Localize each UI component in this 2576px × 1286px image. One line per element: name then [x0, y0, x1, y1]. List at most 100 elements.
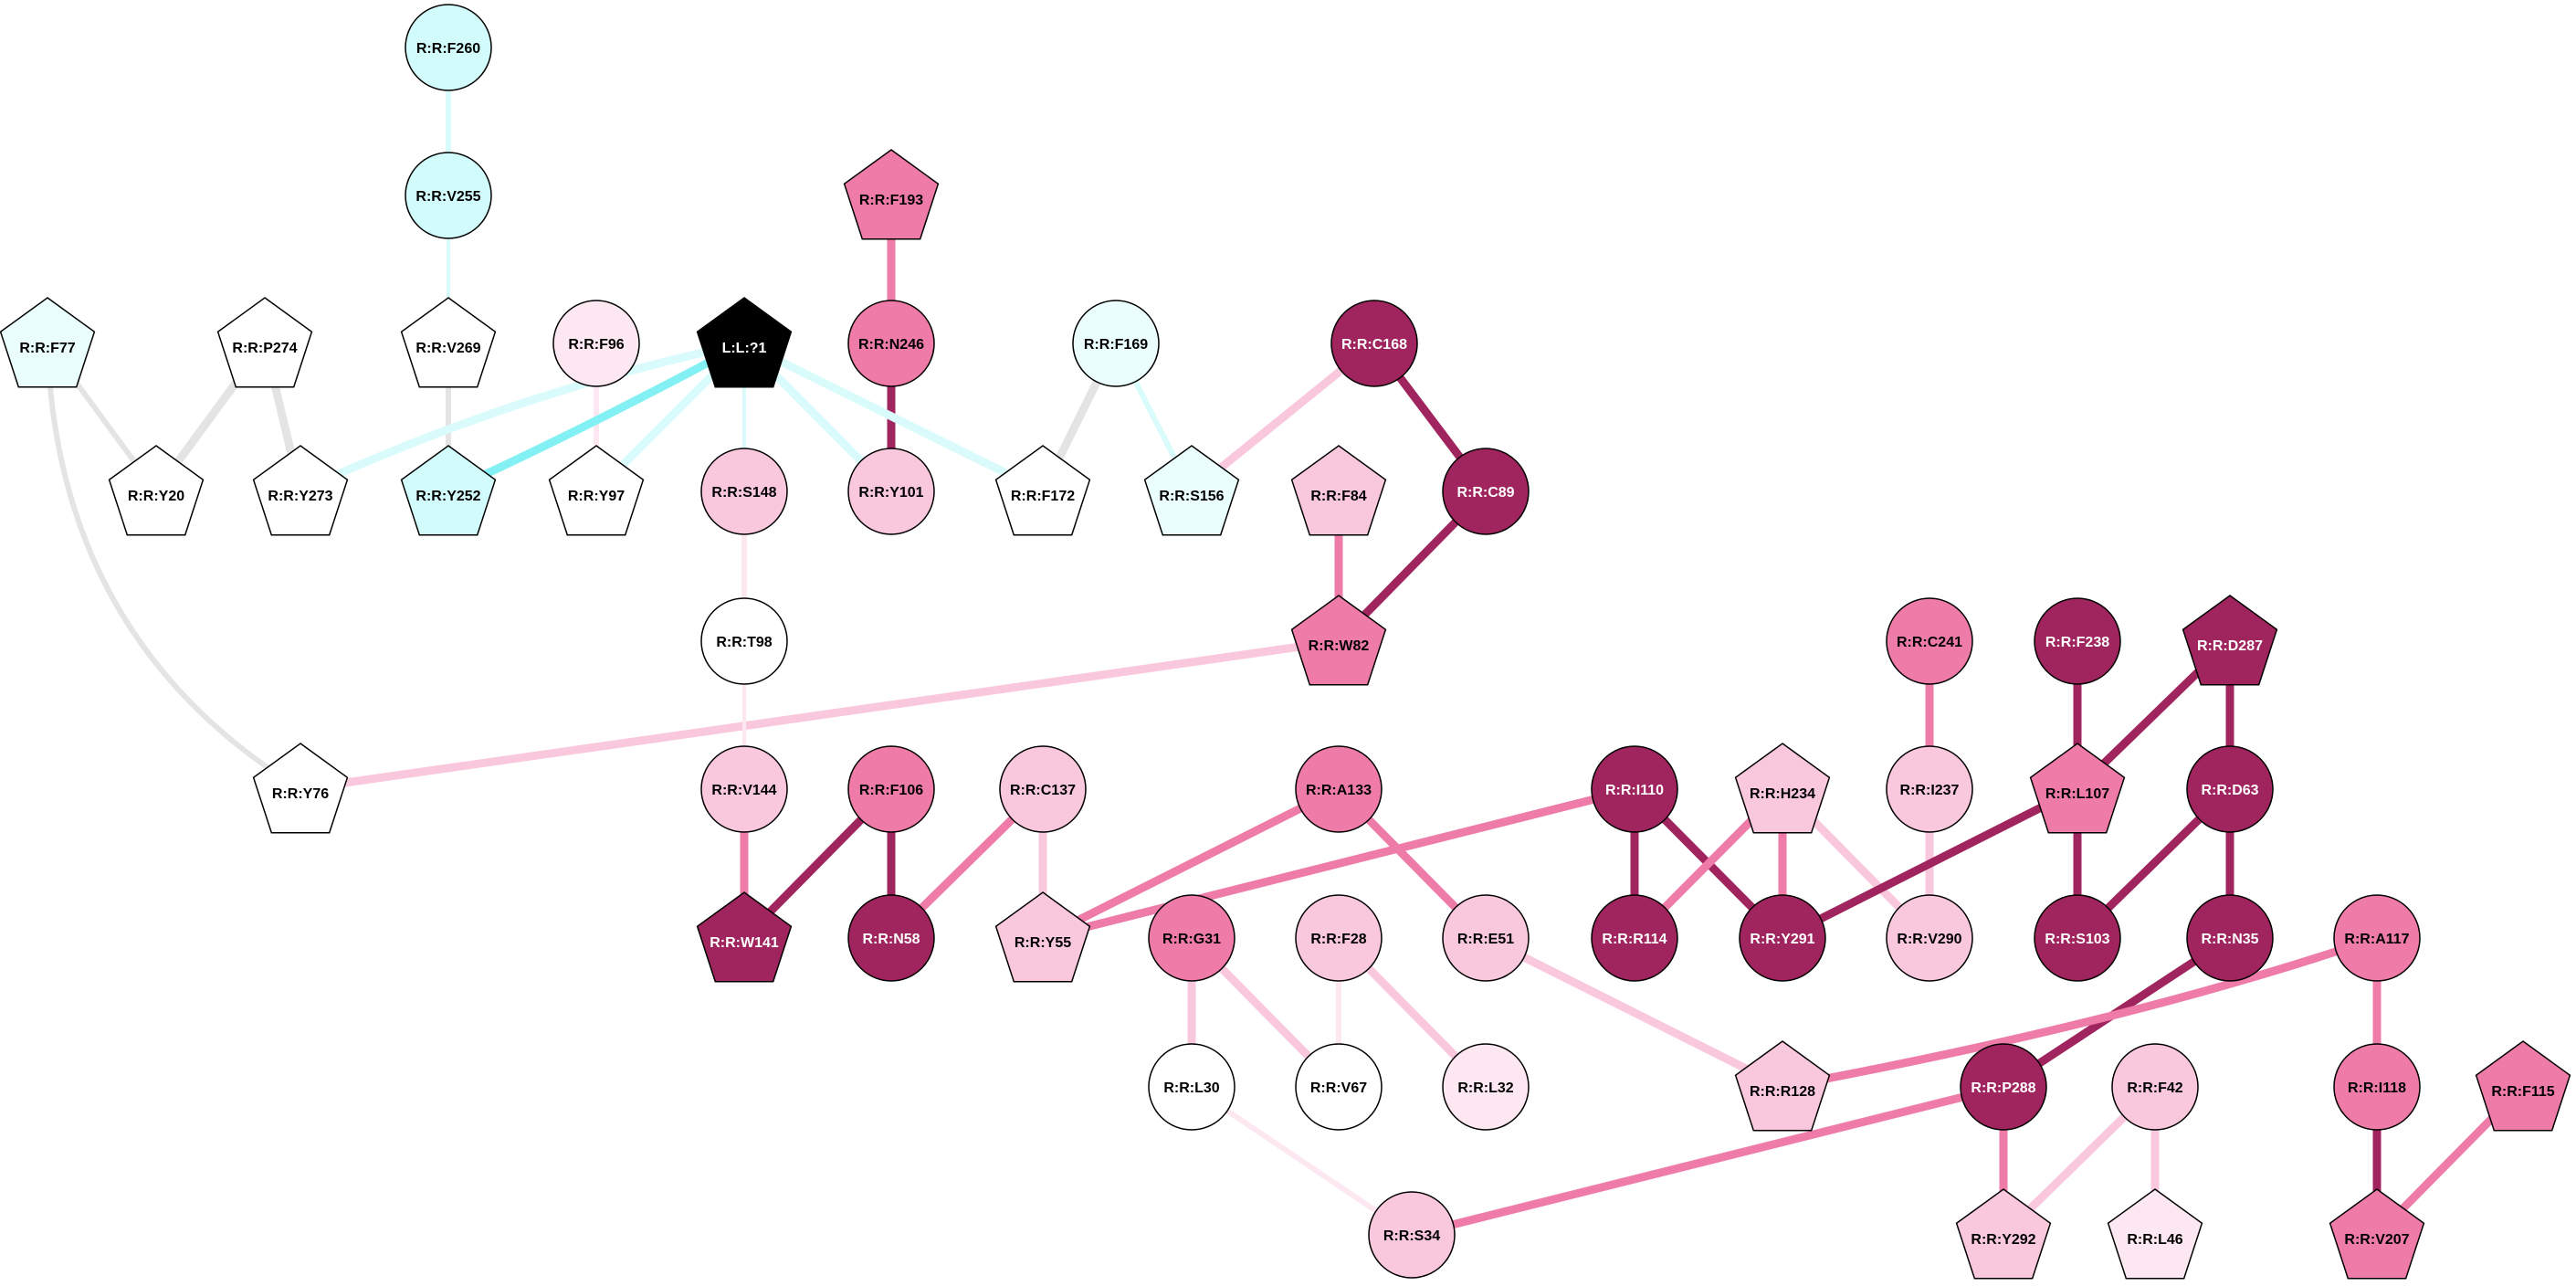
- node-v67[interactable]: R:R:V67: [1295, 1043, 1383, 1131]
- circle-node-shape: [1072, 300, 1160, 387]
- circle-node-shape: [2034, 597, 2121, 685]
- node-r128[interactable]: R:R:R128: [1734, 1040, 1831, 1132]
- node-v207[interactable]: R:R:V207: [2329, 1188, 2425, 1280]
- node-label: R:R:H234: [1750, 786, 1815, 802]
- node-label: R:R:F42: [2127, 1080, 2182, 1096]
- node-y252[interactable]: R:R:Y252: [400, 445, 497, 536]
- node-s34[interactable]: R:R:S34: [1368, 1191, 1456, 1279]
- node-y101[interactable]: R:R:Y101: [847, 448, 935, 535]
- circle-node-shape: [1330, 300, 1418, 387]
- node-s103[interactable]: R:R:S103: [2034, 894, 2121, 982]
- circle-node-shape: [999, 745, 1087, 833]
- pentagon-node-shape: [994, 445, 1091, 536]
- node-label: R:R:Y292: [1971, 1232, 2035, 1248]
- node-label: R:R:V67: [1310, 1080, 1367, 1096]
- node-w141[interactable]: R:R:W141: [696, 891, 793, 983]
- circle-node-shape: [405, 152, 492, 239]
- node-w82[interactable]: R:R:W82: [1290, 595, 1387, 686]
- node-n58[interactable]: R:R:N58: [847, 894, 935, 982]
- node-g31[interactable]: R:R:G31: [1148, 894, 1235, 982]
- node-y55[interactable]: R:R:Y55: [994, 891, 1091, 983]
- node-h234[interactable]: R:R:H234: [1734, 743, 1831, 834]
- node-f172[interactable]: R:R:F172: [994, 445, 1091, 536]
- pentagon-node-shape: [548, 445, 645, 536]
- node-i118[interactable]: R:R:I118: [2333, 1043, 2421, 1131]
- pentagon-node-shape: [108, 445, 205, 536]
- node-l30[interactable]: R:R:L30: [1148, 1043, 1235, 1131]
- pentagon-node-shape: [1734, 1040, 1831, 1132]
- node-d287[interactable]: R:R:D287: [2182, 595, 2278, 686]
- pentagon-node-shape: [216, 297, 313, 388]
- node-f96[interactable]: R:R:F96: [552, 300, 640, 387]
- node-label: R:R:Y273: [268, 489, 332, 504]
- node-label: R:R:N58: [862, 932, 920, 947]
- node-f260[interactable]: R:R:F260: [405, 4, 492, 91]
- node-i237[interactable]: R:R:I237: [1886, 745, 1973, 833]
- node-label: R:R:C241: [1897, 635, 1962, 650]
- node-label: R:R:Y97: [568, 489, 625, 504]
- node-c137[interactable]: R:R:C137: [999, 745, 1087, 833]
- circle-node-shape: [1295, 1043, 1383, 1131]
- node-y97[interactable]: R:R:Y97: [548, 445, 645, 536]
- node-y20[interactable]: R:R:Y20: [108, 445, 205, 536]
- edge-w82-y76: [296, 637, 1343, 794]
- node-l1[interactable]: L:L:?1: [696, 297, 793, 388]
- node-y76[interactable]: R:R:Y76: [252, 743, 349, 834]
- edge-f77-y76: [45, 341, 303, 792]
- node-l46[interactable]: R:R:L46: [2107, 1188, 2203, 1280]
- circle-node-shape: [2186, 745, 2274, 833]
- node-s156[interactable]: R:R:S156: [1143, 445, 1240, 536]
- node-y291[interactable]: R:R:Y291: [1739, 894, 1826, 982]
- node-f169[interactable]: R:R:F169: [1072, 300, 1160, 387]
- node-t98[interactable]: R:R:T98: [700, 597, 788, 685]
- node-l107[interactable]: R:R:L107: [2029, 743, 2126, 834]
- node-f238[interactable]: R:R:F238: [2034, 597, 2121, 685]
- node-s148[interactable]: R:R:S148: [700, 448, 788, 535]
- node-label: R:R:W82: [1309, 638, 1370, 654]
- node-f42[interactable]: R:R:F42: [2111, 1043, 2199, 1131]
- node-f28[interactable]: R:R:F28: [1295, 894, 1383, 982]
- node-c241[interactable]: R:R:C241: [1886, 597, 1973, 685]
- node-f193[interactable]: R:R:F193: [843, 149, 940, 240]
- node-y292[interactable]: R:R:Y292: [1955, 1188, 2052, 1280]
- node-label: R:R:V290: [1897, 932, 1961, 947]
- node-c168[interactable]: R:R:C168: [1330, 300, 1418, 387]
- node-label: R:R:F77: [19, 341, 75, 356]
- circle-node-shape: [405, 4, 492, 91]
- circle-node-shape: [700, 745, 788, 833]
- node-label: R:R:D63: [2201, 783, 2258, 798]
- pentagon-node-shape: [2475, 1040, 2571, 1132]
- node-n35[interactable]: R:R:N35: [2186, 894, 2274, 982]
- node-v290[interactable]: R:R:V290: [1886, 894, 1973, 982]
- node-v269[interactable]: R:R:V269: [400, 297, 497, 388]
- edge-e51-r128: [1481, 933, 1787, 1091]
- pentagon-node-shape: [400, 445, 497, 536]
- node-p288[interactable]: R:R:P288: [1960, 1043, 2047, 1131]
- node-f77[interactable]: R:R:F77: [0, 297, 96, 388]
- node-i110[interactable]: R:R:I110: [1591, 745, 1678, 833]
- node-f84[interactable]: R:R:F84: [1290, 445, 1387, 536]
- edge-l1-f172: [740, 339, 1047, 496]
- node-c89[interactable]: R:R:C89: [1442, 448, 1530, 535]
- circle-node-shape: [2186, 894, 2274, 982]
- node-a117[interactable]: R:R:A117: [2333, 894, 2421, 982]
- node-label: R:R:F260: [416, 41, 480, 57]
- node-f115[interactable]: R:R:F115: [2475, 1040, 2571, 1132]
- node-label: R:R:Y252: [415, 489, 480, 504]
- node-r114[interactable]: R:R:R114: [1591, 894, 1678, 982]
- node-p274[interactable]: R:R:P274: [216, 297, 313, 388]
- node-e51[interactable]: R:R:E51: [1442, 894, 1530, 982]
- node-n246[interactable]: R:R:N246: [847, 300, 935, 387]
- node-label: R:R:I110: [1605, 783, 1664, 798]
- circle-node-shape: [847, 745, 935, 833]
- node-f106[interactable]: R:R:F106: [847, 745, 935, 833]
- node-y273[interactable]: R:R:Y273: [252, 445, 349, 536]
- node-l32[interactable]: R:R:L32: [1442, 1043, 1530, 1131]
- node-label: R:R:C137: [1010, 783, 1076, 798]
- node-v255[interactable]: R:R:V255: [405, 152, 492, 239]
- node-d63[interactable]: R:R:D63: [2186, 745, 2274, 833]
- pentagon-node-shape: [0, 297, 96, 388]
- node-label: R:R:F193: [859, 193, 923, 208]
- node-v144[interactable]: R:R:V144: [700, 745, 788, 833]
- node-a133[interactable]: R:R:A133: [1295, 745, 1383, 833]
